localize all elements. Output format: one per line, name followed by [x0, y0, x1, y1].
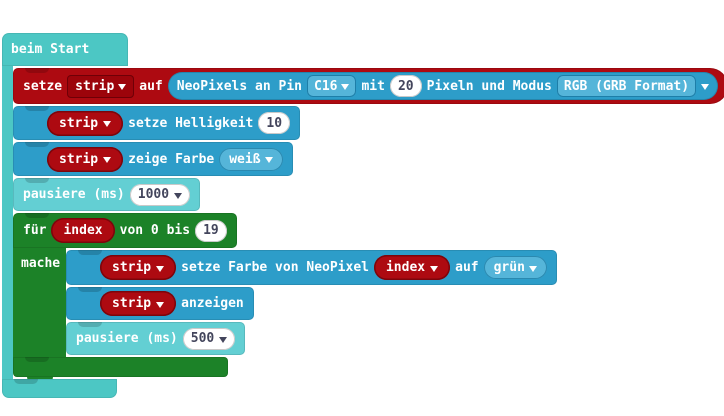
- mode-dropdown[interactable]: RGB (GRB Format): [556, 75, 697, 97]
- brightness-label: setze Helligkeit: [128, 115, 254, 131]
- keyword-mache: mache: [21, 256, 61, 271]
- dropdown-arrow-icon: [156, 301, 165, 308]
- pause-label: pausiere (ms): [23, 187, 125, 202]
- variable-dropdown-index[interactable]: index: [373, 255, 451, 280]
- variable-dropdown-strip[interactable]: strip: [47, 110, 124, 136]
- variable-dropdown-strip[interactable]: strip: [100, 255, 177, 280]
- dropdown-arrow-icon: [264, 157, 273, 163]
- keyword-fuer: für: [23, 223, 47, 238]
- pause-label: pausiere (ms): [76, 331, 178, 346]
- dropdown-arrow-icon: [528, 265, 537, 272]
- block-strip-show[interactable]: strip anzeigen: [66, 287, 254, 320]
- pause-duration-dropdown[interactable]: 500: [182, 327, 236, 350]
- keyword-auf: auf: [455, 260, 479, 275]
- color-dropdown-gruen[interactable]: grün: [483, 256, 547, 279]
- loop-variable-index[interactable]: index: [51, 218, 115, 243]
- block-pause-1000[interactable]: pausiere (ms) 1000: [13, 178, 201, 211]
- brightness-value-field[interactable]: 10: [258, 112, 291, 134]
- dropdown-arrow-icon: [103, 121, 112, 127]
- block-set-pixel-color[interactable]: strip setze Farbe von NeoPixel index auf: [66, 250, 557, 285]
- variable-dropdown-strip[interactable]: strip: [67, 74, 135, 98]
- block-pause-500[interactable]: pausiere (ms) 500: [66, 322, 246, 355]
- dropdown-arrow-icon: [701, 84, 710, 90]
- dropdown-arrow-icon: [219, 336, 228, 343]
- block-show-color[interactable]: strip zeige Farbe weiß: [13, 142, 293, 176]
- block-set-strip-variable[interactable]: setze strip auf NeoPixels an Pin C16 mit: [13, 68, 724, 104]
- dropdown-arrow-icon: [103, 157, 112, 163]
- dropdown-arrow-icon: [341, 84, 350, 90]
- on-start-left-spine: [2, 66, 13, 379]
- dropdown-arrow-icon: [118, 84, 127, 90]
- variable-dropdown-strip[interactable]: strip: [47, 146, 124, 172]
- block-set-brightness[interactable]: strip setze Helligkeit 10: [13, 106, 301, 140]
- on-start-label: beim Start: [11, 42, 90, 57]
- block-neopixels-create[interactable]: NeoPixels an Pin C16 mit 20 Pixeln und M…: [167, 72, 719, 100]
- show-label: anzeigen: [181, 296, 244, 311]
- neopixels-label-prefix: NeoPixels an Pin: [176, 78, 302, 94]
- on-start-footer[interactable]: [2, 379, 117, 398]
- on-start-header[interactable]: beim Start: [2, 33, 128, 66]
- dropdown-arrow-icon: [430, 265, 439, 272]
- variable-dropdown-strip[interactable]: strip: [100, 291, 177, 316]
- dropdown-arrow-icon: [156, 265, 165, 272]
- color-dropdown-weiss[interactable]: weiß: [219, 147, 283, 171]
- dropdown-arrow-icon: [174, 192, 183, 199]
- keyword-auf: auf: [139, 78, 163, 94]
- set-pixel-label: setze Farbe von NeoPixel: [181, 260, 369, 275]
- loop-end-value-field[interactable]: 19: [195, 219, 227, 242]
- pause-duration-dropdown[interactable]: 1000: [129, 183, 191, 206]
- pin-dropdown[interactable]: C16: [307, 75, 357, 97]
- for-loop-spine: mache: [13, 248, 66, 357]
- pixel-count-field[interactable]: 20: [389, 75, 422, 97]
- on-start-inner-stack: setze strip auf NeoPixels an Pin C16 mit: [13, 66, 724, 382]
- for-loop-inner-stack: strip setze Farbe von NeoPixel index auf: [66, 248, 557, 357]
- keyword-setze: setze: [23, 78, 63, 94]
- for-loop-header[interactable]: für index von 0 bis 19: [13, 213, 237, 248]
- for-loop-footer[interactable]: [13, 357, 228, 382]
- block-on-start[interactable]: beim Start setze strip auf NeoPixels an …: [2, 33, 724, 398]
- range-label: von 0 bis: [119, 223, 191, 238]
- neopixels-label-suffix: Pixeln und Modus: [426, 78, 552, 94]
- show-color-label: zeige Farbe: [128, 151, 215, 167]
- keyword-mit: mit: [361, 78, 385, 94]
- block-for-loop[interactable]: für index von 0 bis 19 mache: [13, 213, 557, 382]
